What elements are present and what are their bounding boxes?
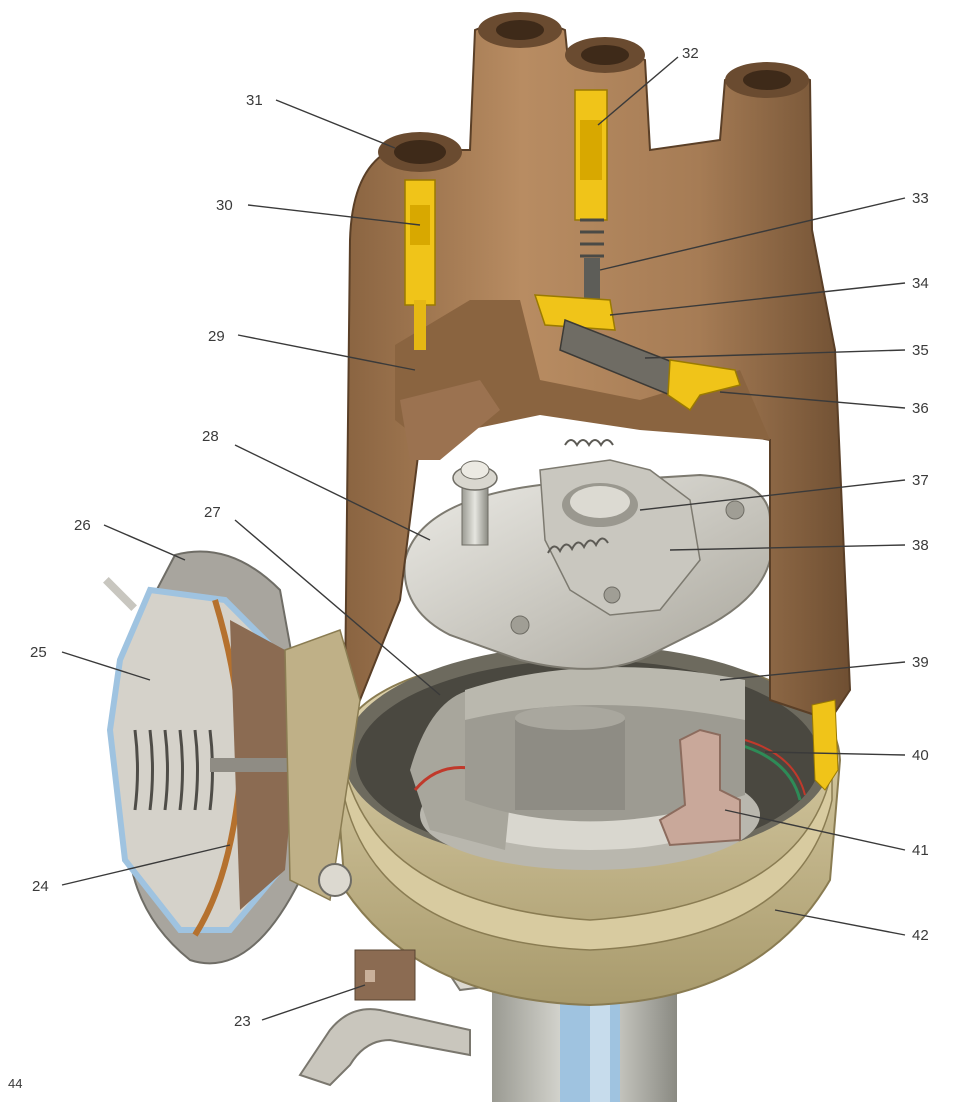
distributor-cap [343, 12, 852, 722]
callout-30: 30 [216, 197, 233, 214]
breaker-plate [403, 459, 771, 670]
mounting-screw [452, 460, 498, 546]
callout-35: 35 [912, 342, 929, 359]
callout-23: 23 [234, 1013, 251, 1030]
callout-36: 36 [912, 400, 929, 417]
cap-clip-right [811, 699, 839, 791]
callout-25: 25 [30, 644, 47, 661]
callout-40: 40 [912, 747, 929, 764]
cam-drum [465, 667, 745, 822]
callout-labels: 23 24 25 26 27 28 29 30 31 32 33 34 35 3… [30, 45, 929, 1030]
callout-26: 26 [74, 517, 91, 534]
vacuum-advance-unit [103, 550, 361, 965]
callout-24: 24 [32, 878, 49, 895]
breaker-springs [547, 439, 614, 554]
callout-42: 42 [912, 927, 929, 944]
callout-34: 34 [912, 275, 929, 292]
callout-37: 37 [912, 472, 929, 489]
page-number: 44 [8, 1076, 23, 1091]
callout-33: 33 [912, 190, 929, 207]
callout-leaders [61, 56, 906, 1021]
octane-corrector [318, 863, 416, 1001]
rotor-assembly [533, 294, 741, 412]
callout-31: 31 [246, 92, 263, 109]
central-terminal [574, 89, 608, 318]
callout-41: 41 [912, 842, 929, 859]
callout-27: 27 [204, 504, 221, 521]
callout-32: 32 [682, 45, 699, 62]
terminal-block [658, 728, 741, 847]
callout-28: 28 [202, 428, 219, 445]
side-terminal [404, 179, 436, 350]
callout-39: 39 [912, 654, 929, 671]
callout-38: 38 [912, 537, 929, 554]
callout-29: 29 [208, 328, 225, 345]
